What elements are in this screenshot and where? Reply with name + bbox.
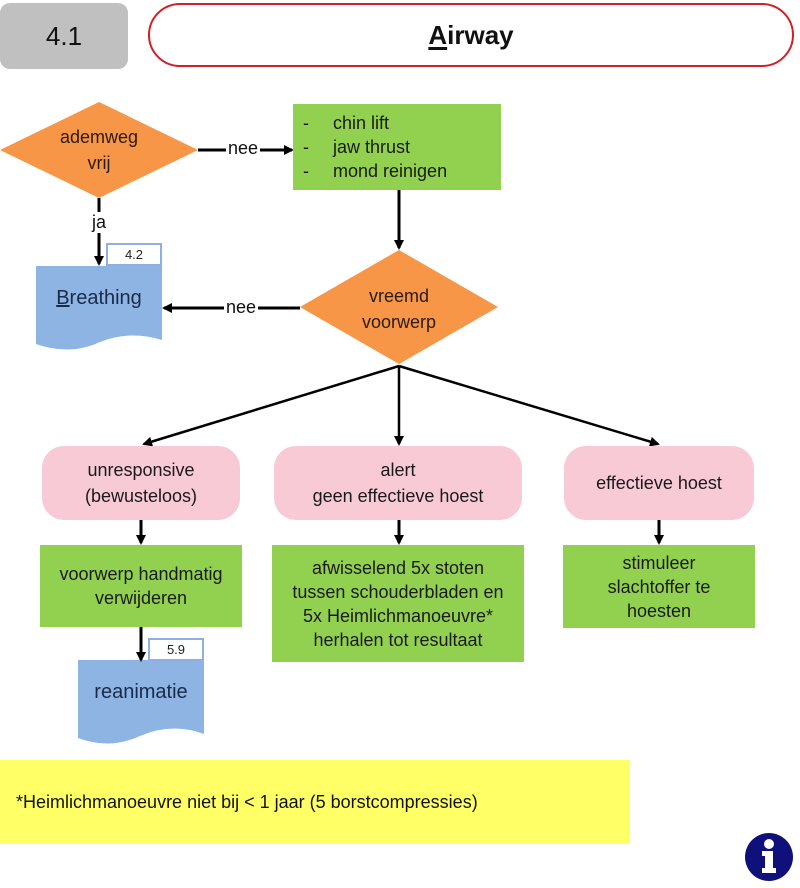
section-number-badge: 4.1 [0, 3, 128, 69]
decision-line: ademweg [59, 127, 139, 147]
decision-line: voorwerp [361, 312, 437, 332]
footnote-box: *Heimlichmanoeuvre niet bij < 1 jaar (5 … [0, 760, 630, 844]
edge-foreign-effective [398, 364, 660, 447]
action-stimulate-cough: stimuleer slachtoffer te hoesten [563, 545, 755, 628]
state-unresponsive: unresponsive (bewusteloos) [42, 446, 240, 520]
breathing-ref-tab[interactable]: 4.2 [106, 243, 162, 266]
state-effective-cough: effectieve hoest [564, 446, 754, 520]
action-manual-removal: voorwerp handmatig verwijderen [40, 545, 242, 627]
edge-label-no-2: nee [224, 297, 259, 318]
breathing-initial: B [56, 286, 70, 309]
cpr-link[interactable]: reanimatie [78, 674, 204, 710]
cpr-label: reanimatie [94, 680, 188, 703]
state-line: unresponsive [87, 460, 195, 480]
cpr-doc-shape [78, 660, 204, 744]
decision-airway-clear: ademweg vrij [40, 120, 158, 180]
action-line: verwijderen [94, 588, 188, 608]
edge-label-yes: ja [90, 212, 109, 233]
breathing-doc-shape [36, 266, 162, 350]
state-alert: alert geen effectieve hoest [274, 446, 522, 520]
airway-actions-box: -chin lift -jaw thrust -mond reinigen [293, 104, 501, 190]
action-line: afwisselend 5x stoten [311, 557, 485, 578]
decision-line: vreemd [368, 286, 430, 306]
action-line: voorwerp handmatig [59, 564, 223, 584]
edge-label-no-1: nee [226, 138, 261, 159]
action-line: herhalen tot resultaat [313, 629, 483, 650]
info-icon[interactable] [744, 832, 794, 882]
ref-number: 5.9 [166, 642, 186, 657]
ref-number: 4.2 [124, 247, 144, 262]
edge-foreign-unresponsive [142, 364, 400, 447]
breathing-rest: reathing [69, 286, 142, 309]
title-rest: irway [447, 19, 514, 50]
action-back-blows: afwisselend 5x stoten tussen schouderbla… [272, 545, 524, 662]
state-line: (bewusteloos) [84, 486, 198, 506]
action-line: 5x Heimlichmanoeuvre* [302, 605, 494, 626]
action-line: tussen schouderbladen en [292, 581, 504, 602]
state-line: geen effectieve hoest [312, 486, 484, 506]
footnote-text: *Heimlichmanoeuvre niet bij < 1 jaar (5 … [16, 791, 478, 812]
state-line: alert [380, 460, 416, 480]
decision-airway-clear-shape [0, 102, 198, 198]
action-item: -jaw thrust [303, 137, 411, 157]
title-initial: A [428, 19, 448, 50]
section-number: 4.1 [45, 20, 83, 51]
decision-foreign-body: vreemd voorwerp [340, 280, 458, 338]
action-line: stimuleer [622, 552, 696, 573]
decision-foreign-body-shape [300, 250, 498, 364]
cpr-ref-tab[interactable]: 5.9 [148, 638, 204, 661]
state-line: effectieve hoest [596, 473, 722, 493]
action-line: slachtoffer te [607, 576, 711, 597]
decision-line: vrij [87, 153, 111, 173]
action-item: -mond reinigen [303, 161, 448, 181]
action-item: -chin lift [303, 113, 390, 133]
action-line: hoesten [626, 600, 692, 621]
